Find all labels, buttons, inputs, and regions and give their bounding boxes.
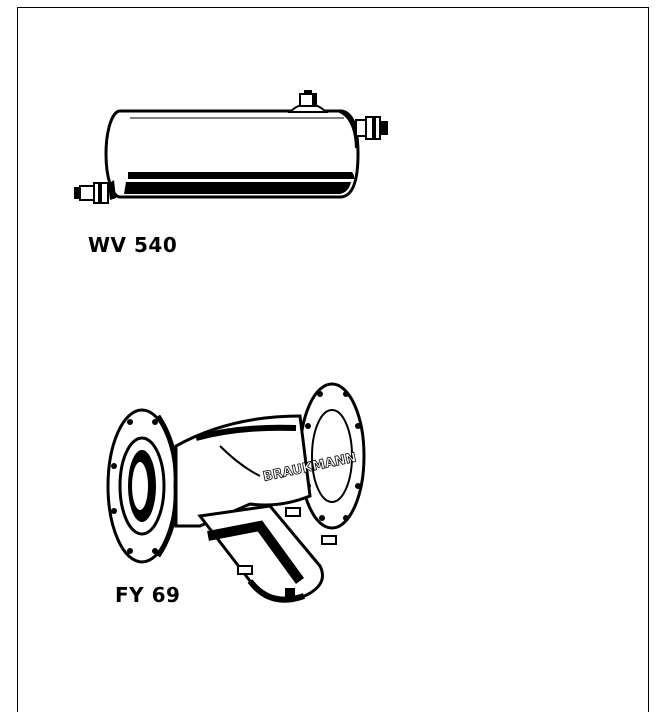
product-label-vessel: WV 540: [88, 233, 178, 257]
y-strainer-illustration: BRAUKMANN: [100, 376, 380, 616]
pressure-vessel-illustration: [68, 88, 398, 218]
page-frame: [17, 7, 649, 712]
product-label-strainer: FY 69: [115, 583, 181, 607]
